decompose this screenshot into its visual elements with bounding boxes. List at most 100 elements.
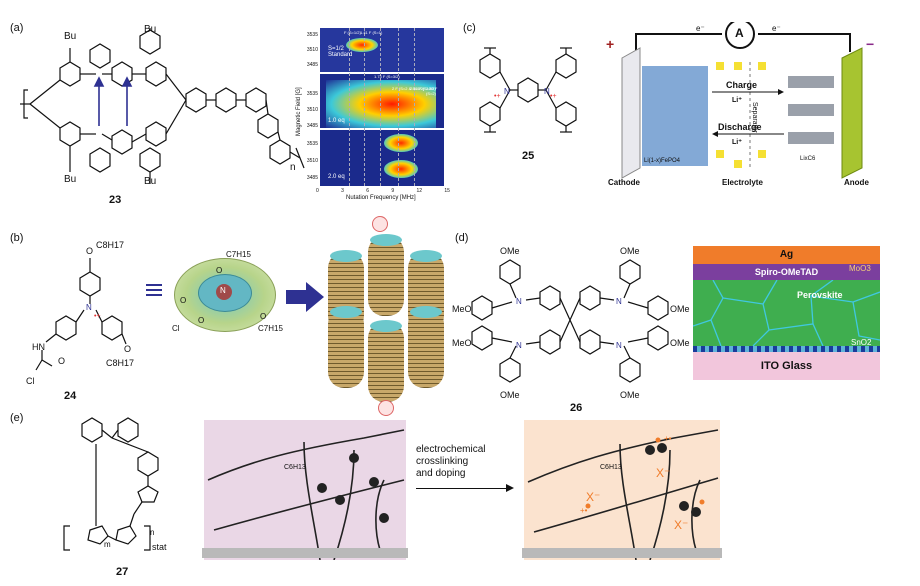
svg-text:N: N — [616, 297, 622, 306]
compound-25-structure: N N •+ •+ — [479, 47, 577, 133]
d-ome-4: OMe — [670, 338, 690, 348]
x-minus-3: X⁻ — [674, 518, 689, 532]
anode-formula: LixC6 — [800, 156, 816, 162]
mark-173: 1.73 F (S=3/2) — [374, 74, 400, 79]
svg-text:•+: •+ — [550, 93, 557, 100]
assembly-arrow-body — [286, 290, 308, 304]
b-group-hn: HN — [32, 342, 45, 352]
ytick: 3485 — [306, 175, 318, 181]
bu-label-4: Bu — [144, 176, 157, 187]
columnar-stacks — [322, 214, 450, 416]
svg-text:N: N — [616, 341, 622, 350]
process-arrow-line — [416, 488, 508, 489]
disk-cl: Cl — [172, 324, 180, 333]
mark-283: 2.83 F (S=2) — [426, 86, 438, 96]
panel-c-label: (c) — [463, 22, 476, 34]
yticks-top: 3535 3510 3485 — [300, 28, 318, 73]
cathode-formula: Li(1-x)FePO4 — [644, 158, 681, 164]
d-ome-3: OMe — [670, 304, 690, 314]
disk-n: N — [220, 286, 226, 295]
yticks-mid: 3535 3510 3485 — [300, 86, 318, 134]
film-after-panel: C6H13 X⁻ X⁻ X⁻ +• +• — [524, 420, 720, 560]
n-label: n — [290, 162, 296, 173]
x-minus-1: X⁻ — [656, 466, 671, 480]
radical-cation-1: +• — [664, 434, 672, 443]
charge-label: Charge — [726, 80, 758, 90]
b-group-o2: O — [58, 356, 66, 366]
c6h13-right: C6H13 — [600, 464, 622, 471]
nutation-plot: S=1/2 Standard 1.0 eq 2.0 eq F (S=1/2) 1… — [320, 28, 444, 186]
svg-text:N: N — [516, 297, 522, 306]
plus-sign: + — [606, 36, 615, 52]
molecule-disk: C7H15 O N O C7H15 O Cl O — [168, 240, 283, 360]
perovskite-device: Ag Spiro-OMeTAD MoO3 Perovskite SnO2 ITO… — [693, 246, 880, 380]
process-line-1: electrochemical — [416, 444, 486, 455]
mark-f: F (S=1/2) — [344, 30, 361, 35]
ytick: 3485 — [306, 62, 318, 68]
ytick: 3535 — [306, 91, 318, 97]
c6h13-left: C6H13 — [284, 464, 306, 471]
compound-23-structure — [20, 28, 305, 184]
equivalence-sign — [146, 284, 162, 286]
grain-boundaries — [693, 280, 880, 346]
xtick: 12 — [416, 188, 423, 194]
compound-23-label: 23 — [109, 194, 122, 206]
li-top: Li⁺ — [732, 97, 742, 104]
mark-245: 2.45 F (S=3/2) — [410, 86, 436, 91]
compound-27-label: 27 — [116, 566, 129, 578]
svg-text:N: N — [544, 87, 550, 96]
ytick: 3535 — [306, 141, 318, 147]
process-line-3: and doping — [416, 468, 466, 479]
svg-text:N: N — [86, 303, 92, 312]
electron-right: e⁻ — [772, 24, 781, 33]
layer-spiro: Spiro-OMeTAD — [754, 267, 819, 277]
compound-25-label: 25 — [522, 150, 535, 162]
compound-27-structure — [63, 417, 159, 551]
d-ome-2: OMe — [620, 246, 640, 256]
svg-text:N: N — [504, 87, 510, 96]
disk-c7h15-bottom: C7H15 — [258, 324, 283, 333]
d-ome-5: OMe — [500, 390, 520, 400]
li-bottom: Li⁺ — [732, 139, 742, 146]
battery-diagram: A e⁻ e⁻ + − Charge Li⁺ Discharge Li⁺ Sep… — [600, 22, 900, 190]
ytick: 3510 — [306, 47, 318, 53]
minus-sign: − — [866, 36, 875, 52]
film-before-panel: C6H13 — [204, 420, 406, 560]
b-group-o1: O — [86, 246, 94, 256]
ytick: 3485 — [306, 123, 318, 129]
electron-left: e⁻ — [696, 24, 705, 33]
b-group-cl: Cl — [26, 376, 35, 386]
sno2-label: SnO2 — [851, 338, 872, 347]
svg-text:•+: •+ — [94, 313, 101, 320]
bu-label-1: Bu — [64, 31, 77, 42]
film-after-drawing — [527, 429, 719, 560]
moo3-label: MoO3 — [849, 264, 871, 273]
ytick: 3535 — [306, 32, 318, 38]
yticks-bot: 3535 3510 3485 — [300, 136, 318, 187]
radical-cation-2: +• — [580, 506, 588, 515]
panel-a-label: (a) — [10, 22, 24, 34]
ytick: 3510 — [306, 158, 318, 164]
layer-ag: Ag — [779, 249, 794, 260]
annot-2eq: 2.0 eq — [328, 174, 345, 180]
panel-d-label: (d) — [455, 232, 469, 244]
xtick: 9 — [391, 188, 395, 194]
annot-1eq: 1.0 eq — [328, 118, 345, 124]
xtick: 3 — [341, 188, 344, 194]
film-before-drawing — [207, 429, 405, 560]
process-text: electrochemical crosslinking and doping — [416, 444, 485, 480]
layer-perovskite: Perovskite — [797, 290, 843, 300]
disk-o-top: O — [216, 266, 223, 275]
b-group-c8h17-2: C8H17 — [106, 358, 135, 368]
sub-stat: stat — [152, 542, 167, 552]
svg-text:•+: •+ — [494, 93, 501, 100]
anode-label: Anode — [844, 178, 869, 187]
disk-o-right: O — [260, 312, 267, 321]
x-minus-2: X⁻ — [586, 490, 601, 504]
ammeter-label: A — [735, 26, 744, 40]
battery-svg — [621, 22, 863, 179]
ytick: 3510 — [306, 107, 318, 113]
bu-label-2: Bu — [144, 24, 157, 35]
assembly-arrow-head — [306, 282, 324, 312]
annot-standard: S=1/2 Standard — [328, 46, 353, 58]
